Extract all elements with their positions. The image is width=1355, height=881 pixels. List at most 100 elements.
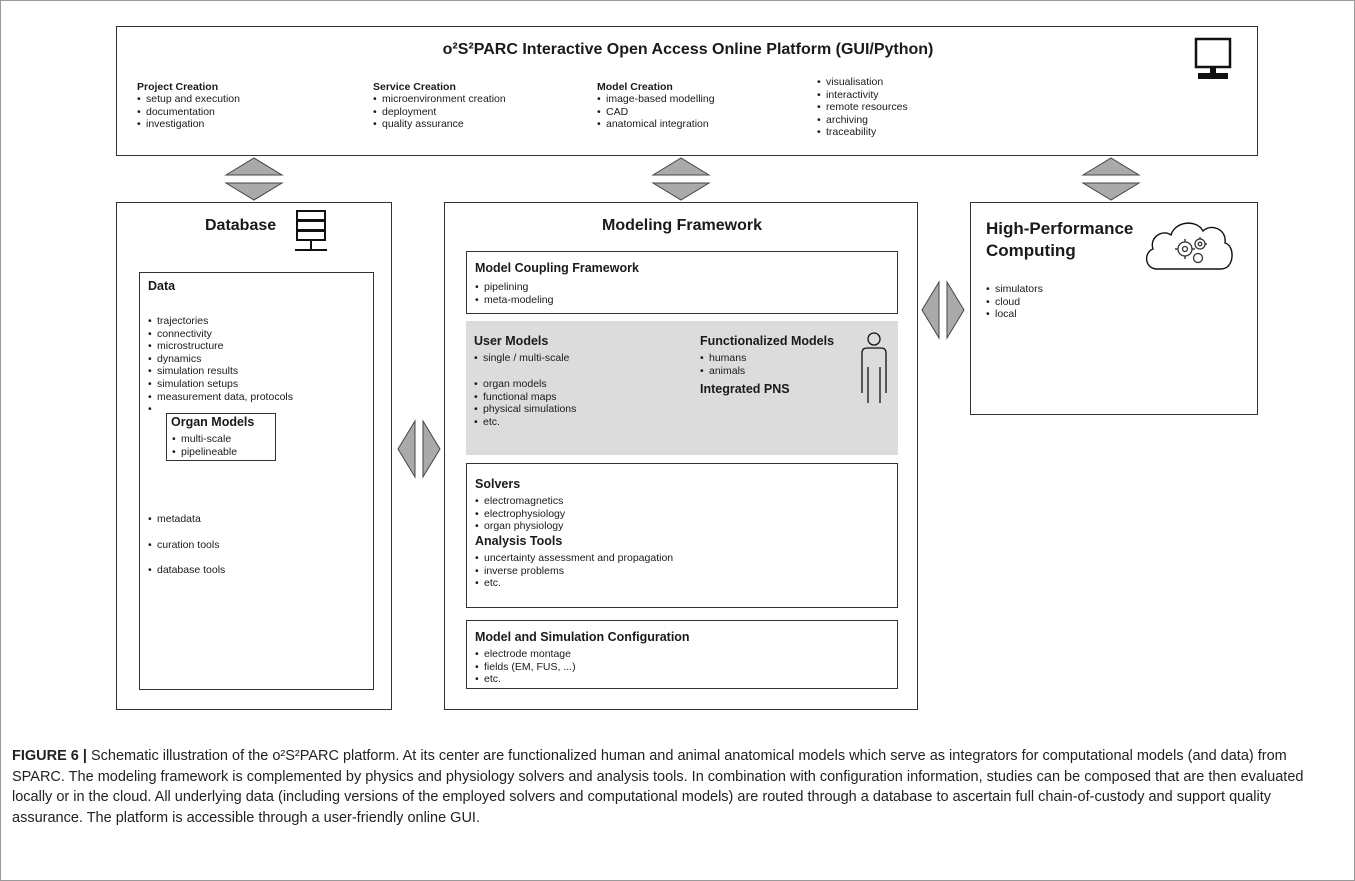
model-creation-list: image-based modelling CAD anatomical int… <box>597 93 715 131</box>
list-item: CAD <box>597 106 715 119</box>
list-item: remote resources <box>817 101 908 114</box>
caption-label: FIGURE 6 | <box>12 748 87 764</box>
organ-models-box: Organ Models multi-scale pipelineable <box>166 413 276 461</box>
service-creation-list: microenvironment creation deployment qua… <box>373 93 506 131</box>
double-arrow-icon <box>1081 157 1141 201</box>
list-item: uncertainty assessment and propagation <box>475 552 673 565</box>
data-list: trajectories connectivity microstructure… <box>148 315 293 416</box>
solvers-panel: Solvers electromagnetics electrophysiolo… <box>466 463 898 608</box>
list-item: metadata <box>148 507 225 533</box>
list-item: humans <box>700 352 746 365</box>
list-item: database tools <box>148 558 225 584</box>
list-item: deployment <box>373 106 506 119</box>
project-creation-list: setup and execution documentation invest… <box>137 93 240 131</box>
list-item: cloud <box>986 296 1043 309</box>
list-item: organ models <box>474 378 576 391</box>
list-item: curation tools <box>148 533 225 559</box>
functionalized-list: humans animals <box>700 352 746 377</box>
analysis-tools-list: uncertainty assessment and propagation i… <box>475 552 673 590</box>
list-item: setup and execution <box>137 93 240 106</box>
user-models-heading: User Models <box>474 334 549 348</box>
hpc-title-line1: High-Performance <box>986 219 1134 238</box>
list-item: anatomical integration <box>597 118 715 131</box>
list-item: local <box>986 308 1043 321</box>
list-item: etc. <box>475 577 673 590</box>
list-item: visualisation <box>817 76 908 89</box>
list-item: animals <box>700 365 746 378</box>
solvers-heading: Solvers <box>475 477 521 491</box>
hpc-box: High-Performance Computing simulators cl… <box>970 202 1258 415</box>
configuration-panel: Model and Simulation Configuration elect… <box>466 620 898 689</box>
list-item: pipelineable <box>172 446 237 459</box>
list-item: simulation results <box>148 365 293 378</box>
coupling-list: pipelining meta-modeling <box>475 281 553 306</box>
list-item: trajectories <box>148 315 293 328</box>
list-item: pipelining <box>475 281 553 294</box>
list-item: interactivity <box>817 89 908 102</box>
coupling-panel: Model Coupling Framework pipelining meta… <box>466 251 898 314</box>
integrated-pns-heading: Integrated PNS <box>700 382 790 396</box>
organ-models-list: multi-scale pipelineable <box>172 433 237 458</box>
list-item: electrophysiology <box>475 508 565 521</box>
list-item: image-based modelling <box>597 93 715 106</box>
functionalized-models-panel: Functionalized Models humans animals Int… <box>687 321 898 455</box>
model-creation-heading: Model Creation <box>597 81 673 93</box>
database-title: Database <box>205 217 277 234</box>
list-item: multi-scale <box>172 433 237 446</box>
figure-caption: FIGURE 6 | Schematic illustration of the… <box>12 746 1342 828</box>
organ-models-heading: Organ Models <box>171 415 255 429</box>
list-item: organ physiology <box>475 520 565 533</box>
list-item: measurement data, protocols <box>148 391 293 404</box>
hpc-title-line2: Computing <box>986 241 1076 260</box>
user-models-list-a: single / multi-scale <box>474 352 569 365</box>
list-item: microenvironment creation <box>373 93 506 106</box>
list-item: connectivity <box>148 328 293 341</box>
list-item: archiving <box>817 114 908 127</box>
list-item: simulators <box>986 283 1043 296</box>
cloud-gears-icon <box>1146 222 1233 270</box>
list-item: investigation <box>137 118 240 131</box>
analysis-tools-heading: Analysis Tools <box>475 534 563 548</box>
double-arrow-icon <box>397 419 441 479</box>
list-item: electromagnetics <box>475 495 565 508</box>
list-item: functional maps <box>474 391 576 404</box>
hpc-list: simulators cloud local <box>986 283 1043 321</box>
user-models-list-b: organ models functional maps physical si… <box>474 378 576 428</box>
double-arrow-icon <box>921 280 965 340</box>
data-panel: Data trajectories connectivity microstru… <box>139 272 374 690</box>
list-item: electrode montage <box>475 648 576 661</box>
list-item: simulation setups <box>148 378 293 391</box>
configuration-heading: Model and Simulation Configuration <box>475 630 690 644</box>
features-list: visualisation interactivity remote resou… <box>817 76 908 139</box>
service-creation-heading: Service Creation <box>373 81 456 93</box>
user-models-panel: User Models single / multi-scale organ m… <box>466 321 704 455</box>
platform-column-service: Service Creation microenvironment creati… <box>373 81 506 131</box>
list-item: dynamics <box>148 353 293 366</box>
data-extra-list: metadata curation tools database tools <box>148 507 225 584</box>
solvers-list: electromagnetics electrophysiology organ… <box>475 495 565 533</box>
data-heading: Data <box>148 279 176 293</box>
database-server-icon <box>295 210 327 251</box>
list-item: physical simulations <box>474 403 576 416</box>
monitor-icon <box>1194 37 1232 79</box>
person-icon <box>861 332 887 403</box>
double-arrow-icon <box>651 157 711 201</box>
list-item: microstructure <box>148 340 293 353</box>
platform-title: o²S²PARC Interactive Open Access Online … <box>442 41 934 58</box>
list-item: traceability <box>817 126 908 139</box>
list-item: etc. <box>475 673 576 686</box>
functionalized-heading: Functionalized Models <box>700 334 835 348</box>
modeling-framework-box: Modeling Framework Model Coupling Framew… <box>444 202 918 710</box>
database-box: Database Data trajectories connectivity … <box>116 202 392 710</box>
coupling-heading: Model Coupling Framework <box>475 261 639 275</box>
modeling-title: Modeling Framework <box>601 217 763 234</box>
list-item: quality assurance <box>373 118 506 131</box>
list-item: inverse problems <box>475 565 673 578</box>
list-item: etc. <box>474 416 576 429</box>
list-item: meta-modeling <box>475 294 553 307</box>
double-arrow-icon <box>224 157 284 201</box>
project-creation-heading: Project Creation <box>137 81 219 93</box>
configuration-list: electrode montage fields (EM, FUS, ...) … <box>475 648 576 686</box>
platform-column-features: visualisation interactivity remote resou… <box>817 76 908 139</box>
caption-text: Schematic illustration of the o²S²PARC p… <box>12 748 1304 826</box>
